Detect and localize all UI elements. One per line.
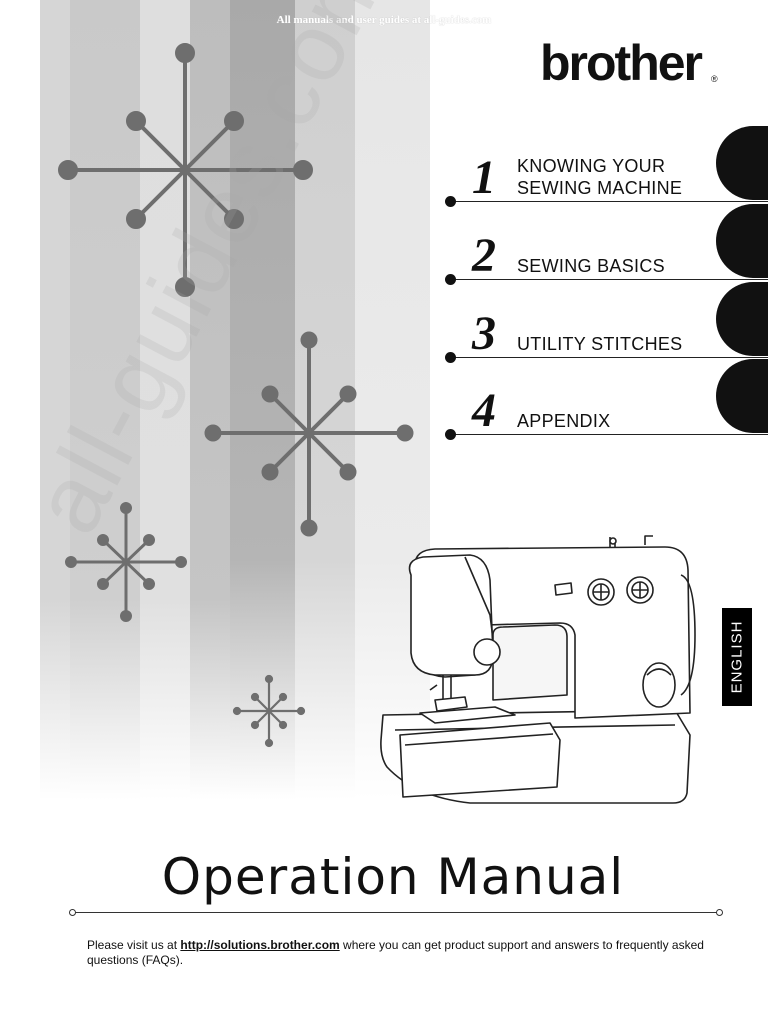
starburst-decoration: [58, 43, 414, 748]
source-header-note: All manuals and user guides at all-guide…: [276, 14, 492, 26]
support-link[interactable]: http://solutions.brother.com: [180, 938, 340, 952]
chapter-4[interactable]: 4 APPENDIX: [440, 359, 768, 440]
chapter-1[interactable]: 1 KNOWING YOUR SEWING MACHINE: [440, 126, 768, 207]
chapter-title: SEWING BASICS: [517, 256, 665, 276]
starburst-large: [58, 43, 313, 297]
chapter-2[interactable]: 2 SEWING BASICS: [440, 204, 768, 285]
chapter-rule: [450, 201, 768, 202]
chapter-rule: [450, 434, 768, 435]
chapter-number: 3: [472, 307, 496, 360]
registered-mark: ®: [711, 74, 718, 84]
language-label: ENGLISH: [728, 620, 746, 694]
chapter-tab: [716, 359, 768, 433]
brother-logo: brother: [540, 35, 703, 91]
chapter-3[interactable]: 3 UTILITY STITCHES: [440, 282, 768, 363]
rule-end-dot: [716, 909, 723, 916]
chapter-rule: [450, 357, 768, 358]
starburst-tiny: [232, 674, 306, 748]
chapter-tab: [716, 204, 768, 278]
chapter-title: KNOWING YOUR SEWING MACHINE: [517, 156, 683, 198]
chapter-number: 2: [472, 229, 496, 282]
chapter-number: 4: [472, 384, 496, 437]
bullet-dot: [445, 352, 456, 363]
bullet-dot: [445, 429, 456, 440]
starburst-medium: [204, 331, 414, 537]
chapter-number: 1: [472, 151, 496, 204]
chapter-tab: [716, 126, 768, 200]
chapter-title: UTILITY STITCHES: [517, 334, 683, 354]
starburst-small: [65, 502, 187, 622]
support-note-prefix: Please visit us at: [87, 938, 181, 952]
chapter-title: APPENDIX: [517, 411, 611, 431]
bullet-dot: [445, 274, 456, 285]
rule-end-dot: [69, 909, 76, 916]
support-note: Please visit us at http://solutions.brot…: [87, 938, 727, 968]
sewing-machine-illustration: [380, 535, 696, 804]
bullet-dot: [445, 196, 456, 207]
chapter-tab: [716, 282, 768, 356]
chapter-rule: [450, 279, 768, 280]
language-tab[interactable]: ENGLISH: [722, 608, 752, 706]
support-note-suffix: where you can get product support and an…: [87, 938, 704, 967]
title-rule: [74, 912, 718, 913]
document-title: Operation Manual: [161, 848, 625, 906]
